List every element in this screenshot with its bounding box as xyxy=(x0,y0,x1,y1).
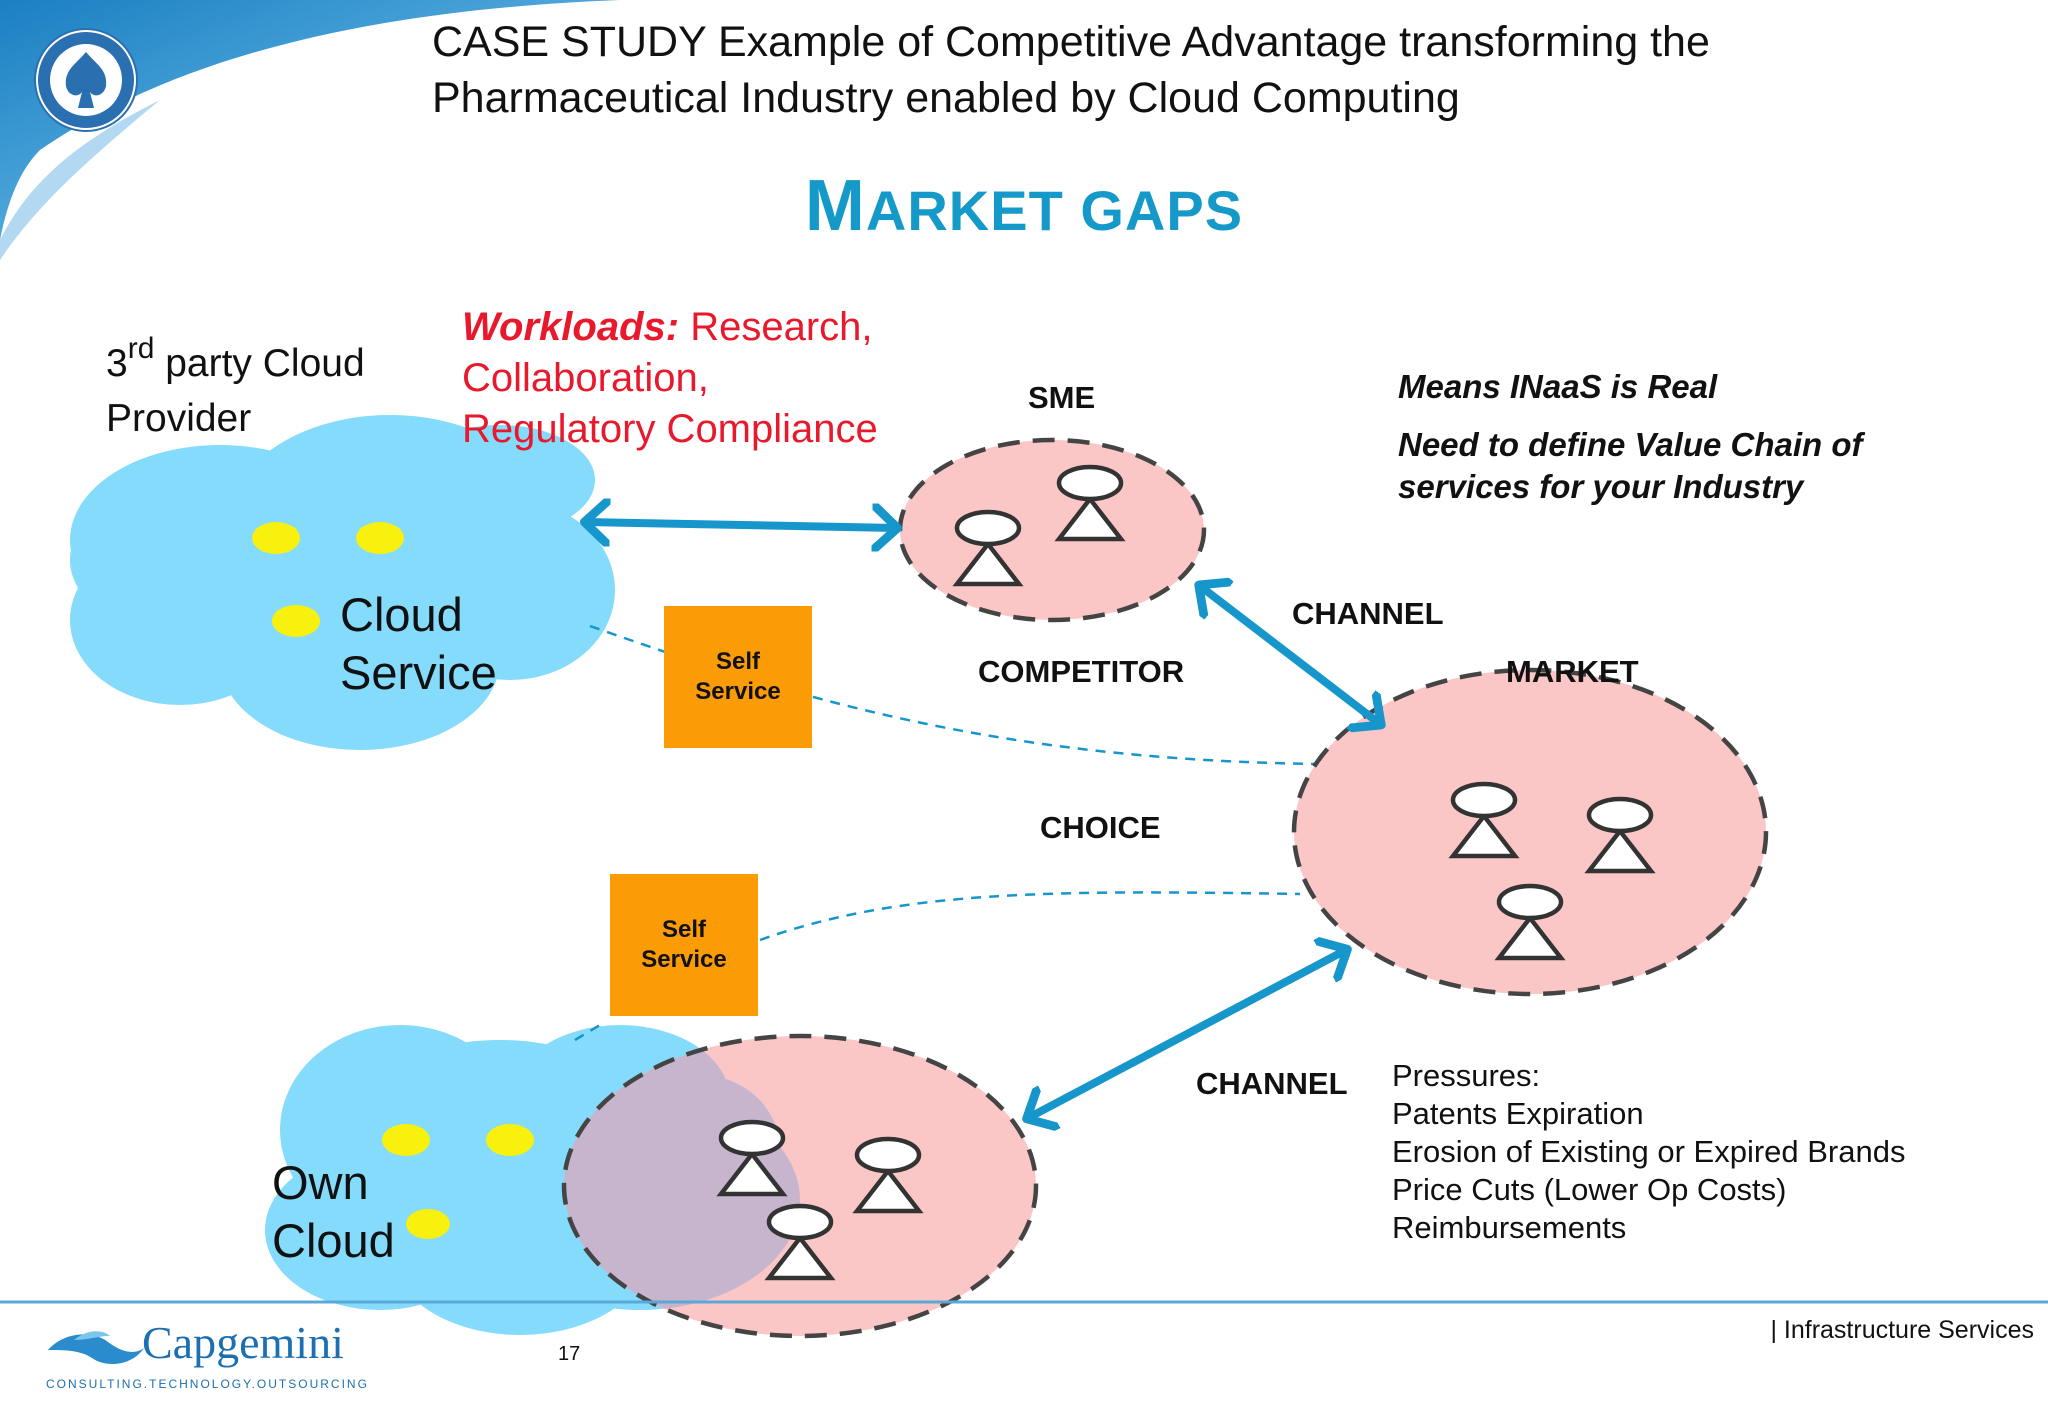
seal-logo xyxy=(34,28,138,132)
pressure-item: Reimbursements xyxy=(1392,1210,1627,1245)
slide-title-line2: Pharmaceutical Industry enabled by Cloud… xyxy=(432,74,1460,122)
capgemini-logo: Capgemini CONSULTING.TECHNOLOGY.OUTSOURC… xyxy=(44,1310,384,1399)
self-service-top-line1: Self xyxy=(715,648,760,675)
pressure-item: Patents Expiration xyxy=(1392,1096,1644,1131)
provider-number: 3 xyxy=(106,342,128,385)
competitor-label: COMPETITOR xyxy=(978,654,1185,689)
provider-label: 3rd party Cloud Provider xyxy=(106,332,365,445)
capgemini-tagline: CONSULTING.TECHNOLOGY.OUTSOURCING xyxy=(46,1377,369,1391)
capgemini-logo-text: Capgemini xyxy=(142,1317,344,1368)
means-line3: services for your Industry xyxy=(1398,468,1804,505)
section-heading-rest: ARKET GAPS xyxy=(865,179,1244,242)
own-cloud-lights xyxy=(382,1124,534,1239)
slide-title-line1: CASE STUDY Example of Competitive Advant… xyxy=(432,18,1710,66)
means-note: Means INaaS is Real Need to define Value… xyxy=(1398,366,1863,508)
header-swoosh xyxy=(0,0,620,260)
pressure-item: Price Cuts (Lower Op Costs) xyxy=(1392,1172,1787,1207)
means-line1: Means INaaS is Real xyxy=(1398,368,1718,405)
cloud-service-label: Cloud Service xyxy=(340,586,497,702)
pressures-list: Pressures: Patents Expiration Erosion of… xyxy=(1392,1057,1905,1247)
market-label: MARKET xyxy=(1506,654,1639,689)
provider-superscript: rd xyxy=(127,332,155,365)
channel-arrows xyxy=(586,522,1380,1118)
people-icons xyxy=(716,464,1656,1281)
footer-division: | Infrastructure Services xyxy=(1770,1316,2034,1344)
choice-label: CHOICE xyxy=(1040,810,1161,845)
slide-title: CASE STUDY Example of Competitive Advant… xyxy=(432,14,1710,126)
means-line2: Need to define Value Chain of xyxy=(1398,426,1863,463)
self-service-bottom-line1: Self xyxy=(661,916,706,943)
capgemini-logo-graphic: Capgemini CONSULTING.TECHNOLOGY.OUTSOURC… xyxy=(46,1317,369,1391)
market-group xyxy=(1291,667,1769,997)
channel-label-top: CHANNEL xyxy=(1292,596,1444,631)
section-heading-initial: M xyxy=(804,166,866,246)
workloads-label: Workloads: xyxy=(462,305,680,349)
person-icon xyxy=(1584,796,1656,874)
own-cloud-label: Own Cloud xyxy=(272,1154,395,1270)
provider-line1: party Cloud xyxy=(154,342,365,385)
channel-label-bottom: CHANNEL xyxy=(1196,1066,1348,1101)
sme-label: SME xyxy=(1028,380,1096,415)
own-cloud-line2: Cloud xyxy=(272,1214,395,1267)
sme-group xyxy=(897,437,1207,623)
person-icon xyxy=(1448,781,1520,859)
pressure-item: Erosion of Existing or Expired Brands xyxy=(1392,1134,1906,1169)
cloud-service-lights xyxy=(252,522,404,637)
person-icon xyxy=(952,509,1024,587)
self-service-bottom-line2: Service xyxy=(641,946,727,973)
page-number: 17 xyxy=(558,1343,581,1365)
person-icon xyxy=(764,1203,836,1281)
provider-line2: Provider xyxy=(106,397,252,440)
workloads-text: Workloads: Research, Collaboration, Regu… xyxy=(462,302,878,455)
cloud-service-line1: Cloud xyxy=(340,588,463,641)
pressures-title: Pressures: xyxy=(1392,1058,1541,1093)
own-cloud-line1: Own xyxy=(272,1156,369,1209)
self-service-top-line2: Service xyxy=(695,678,781,705)
workloads-line3: Regulatory Compliance xyxy=(462,407,878,451)
person-icon xyxy=(716,1119,788,1197)
workloads-line2: Collaboration, xyxy=(462,356,709,400)
cloud-service-line2: Service xyxy=(340,646,497,699)
person-icon xyxy=(1494,883,1566,961)
person-icon xyxy=(852,1136,924,1214)
workloads-line1: Research, xyxy=(679,305,873,349)
section-heading: MARKET GAPS xyxy=(0,164,2048,253)
person-icon xyxy=(1054,464,1126,542)
